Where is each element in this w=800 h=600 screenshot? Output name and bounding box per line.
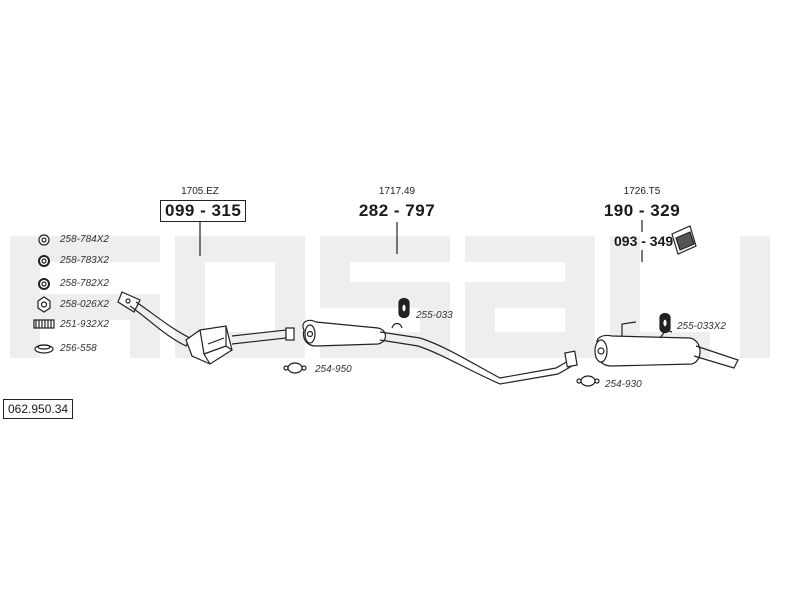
catalytic-converter: [185, 325, 295, 365]
hanger-middle-icon: [398, 297, 410, 319]
part-ref-middle: 1717.49: [378, 186, 416, 197]
fitting-code-hanger-middle: 255-033: [416, 310, 453, 321]
fitting-code-hanger-rear: 255-033X2: [677, 321, 726, 332]
accessory-code: 258-782X2: [60, 278, 109, 289]
rear-silencer: [594, 321, 739, 369]
hex-nut-icon: [37, 296, 51, 313]
bracket-icon: [671, 225, 697, 255]
accessory-code: 256-558: [60, 343, 97, 354]
middle-silencer: [302, 319, 578, 385]
clamp-front-icon: [283, 362, 307, 374]
gasket-icon: [34, 344, 54, 354]
part-number-middle[interactable]: 282 - 797: [358, 201, 436, 220]
part-ref-rear: 1726.T5: [623, 186, 661, 197]
fitting-code-clamp-front: 254-950: [315, 364, 352, 375]
washer-icon: [38, 234, 50, 246]
front-pipe: [117, 291, 191, 347]
accessory-code: 251-932X2: [60, 319, 109, 330]
accessory-code: 258-784X2: [60, 234, 109, 245]
ring-icon: [38, 255, 50, 267]
part-ref-catalyst: 1705.EZ: [181, 186, 219, 197]
spring-icon: [33, 319, 55, 329]
hanger-rear-icon: [659, 312, 671, 334]
fitting-code-clamp-rear: 254-930: [605, 379, 642, 390]
diagram-id: 062.950.34: [3, 399, 74, 419]
ring-icon: [38, 278, 50, 290]
part-number-bracket[interactable]: 093 - 349: [614, 233, 674, 249]
accessory-code: 258-783X2: [60, 255, 109, 266]
accessory-code: 258-026X2: [60, 299, 109, 310]
part-number-rear[interactable]: 190 - 329: [603, 201, 681, 220]
clamp-rear-icon: [576, 375, 600, 387]
part-number-catalyst[interactable]: 099 - 315: [160, 200, 247, 222]
